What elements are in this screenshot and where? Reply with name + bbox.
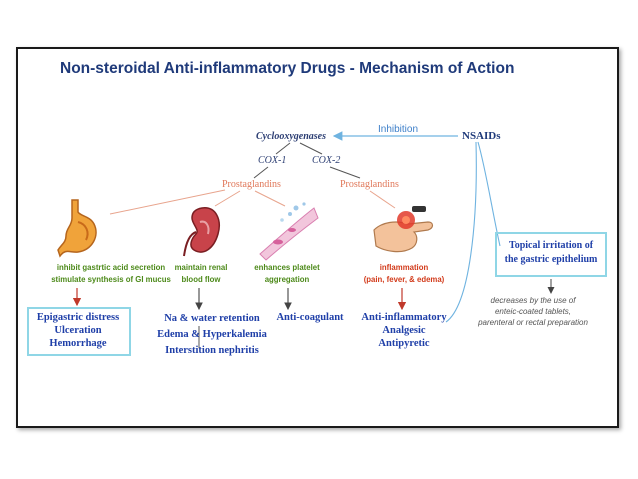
topical-line: the gastric epithelium [504, 254, 598, 265]
inhibition-label: Inhibition [378, 124, 419, 135]
outcome-line: Na & water retention [164, 313, 260, 324]
nsaids-to-outcomes-line [445, 141, 477, 323]
inflammation-effect: inflammation (pain, fever, & edema) [356, 262, 452, 286]
outcome-line: Hemorrhage [49, 338, 107, 349]
inflammation-outcomes: Anti-inflammatory Analgesic Antipyretic [356, 311, 452, 350]
pg-to-platelet [254, 190, 286, 207]
gastric-effect: inhibit gastrtic acid secretion stimulat… [22, 262, 200, 286]
platelet-effect: enhances platelet aggregation [250, 262, 324, 286]
outcome-line: Epigastric distress [36, 312, 120, 323]
renal-effect-line: maintain renal [174, 263, 228, 272]
note-line: enteic-coated tablets, [494, 307, 572, 316]
topical-note: decreases by the use of enteic-coated ta… [458, 295, 608, 328]
platelet-outcomes: Anti-coagulant [272, 311, 348, 324]
pg-to-gastric [109, 189, 226, 215]
platelet-icon [259, 202, 319, 261]
cox2-line [299, 142, 323, 155]
platelet-effect-line: enhances platelet [254, 263, 320, 272]
outcome-line: Anti-inflammatory [361, 312, 447, 323]
diagram-frame [16, 47, 619, 428]
note-line: parenteral or rectal preparation [478, 318, 588, 327]
outcome-line: Analgesic [382, 325, 426, 336]
nsaids-label: NSAIDs [462, 130, 501, 142]
outcome-line: Ulceration [54, 325, 102, 336]
gastric-outcomes: Epigastric distress Ulceration Hemorrhag… [28, 311, 128, 350]
renal-outcomes: Na & water retention Edema & Hyperkalemi… [150, 311, 274, 359]
pg-to-renal [214, 190, 241, 207]
cox1-label: COX-1 [258, 155, 287, 166]
pg2-to-inflammation [369, 190, 396, 209]
topical-irritation-box [495, 232, 607, 277]
platelet-effect-line: aggregation [264, 275, 310, 284]
page-title: Non-steroidal Anti-inflammatory Drugs - … [60, 60, 515, 77]
gastric-outcome-box [27, 307, 131, 356]
cyclooxygenases-label: Cyclooxygenases [256, 131, 326, 142]
outcome-line: Edema & Hyperkalemia [157, 329, 267, 340]
outcome-line: Anti-coagulant [276, 312, 344, 323]
cox2-to-prostaglandins [329, 166, 361, 179]
inflammation-effect-line: (pain, fever, & edema) [363, 275, 445, 284]
kidney-icon [183, 207, 220, 257]
topical-irritation-label: Topical irritation of the gastric epithe… [497, 239, 605, 267]
cox1-to-prostaglandins [253, 166, 269, 179]
cox2-label: COX-2 [312, 155, 341, 166]
nsaids-to-topical-line [477, 141, 501, 247]
cox1-line [275, 142, 291, 155]
renal-effect: maintain renal blood flow [164, 262, 238, 286]
prostaglandins-label-2: Prostaglandins [340, 179, 399, 190]
inflammation-effect-line: inflammation [379, 263, 429, 272]
outcome-line: Interstition nephritis [165, 345, 259, 356]
renal-effect-line: blood flow [181, 275, 221, 284]
prostaglandins-label-1: Prostaglandins [222, 179, 281, 190]
gastric-effect-line: stimulate synthesis of GI mucus [51, 275, 171, 284]
outcome-line: Antipyretic [378, 338, 430, 349]
topical-line: Topical irritation of [508, 240, 594, 251]
gastric-effect-line: inhibit gastrtic acid secretion [56, 263, 166, 272]
inflamed-hand-icon [373, 206, 434, 253]
note-line: decreases by the use of [490, 296, 576, 305]
stomach-icon [57, 199, 97, 258]
